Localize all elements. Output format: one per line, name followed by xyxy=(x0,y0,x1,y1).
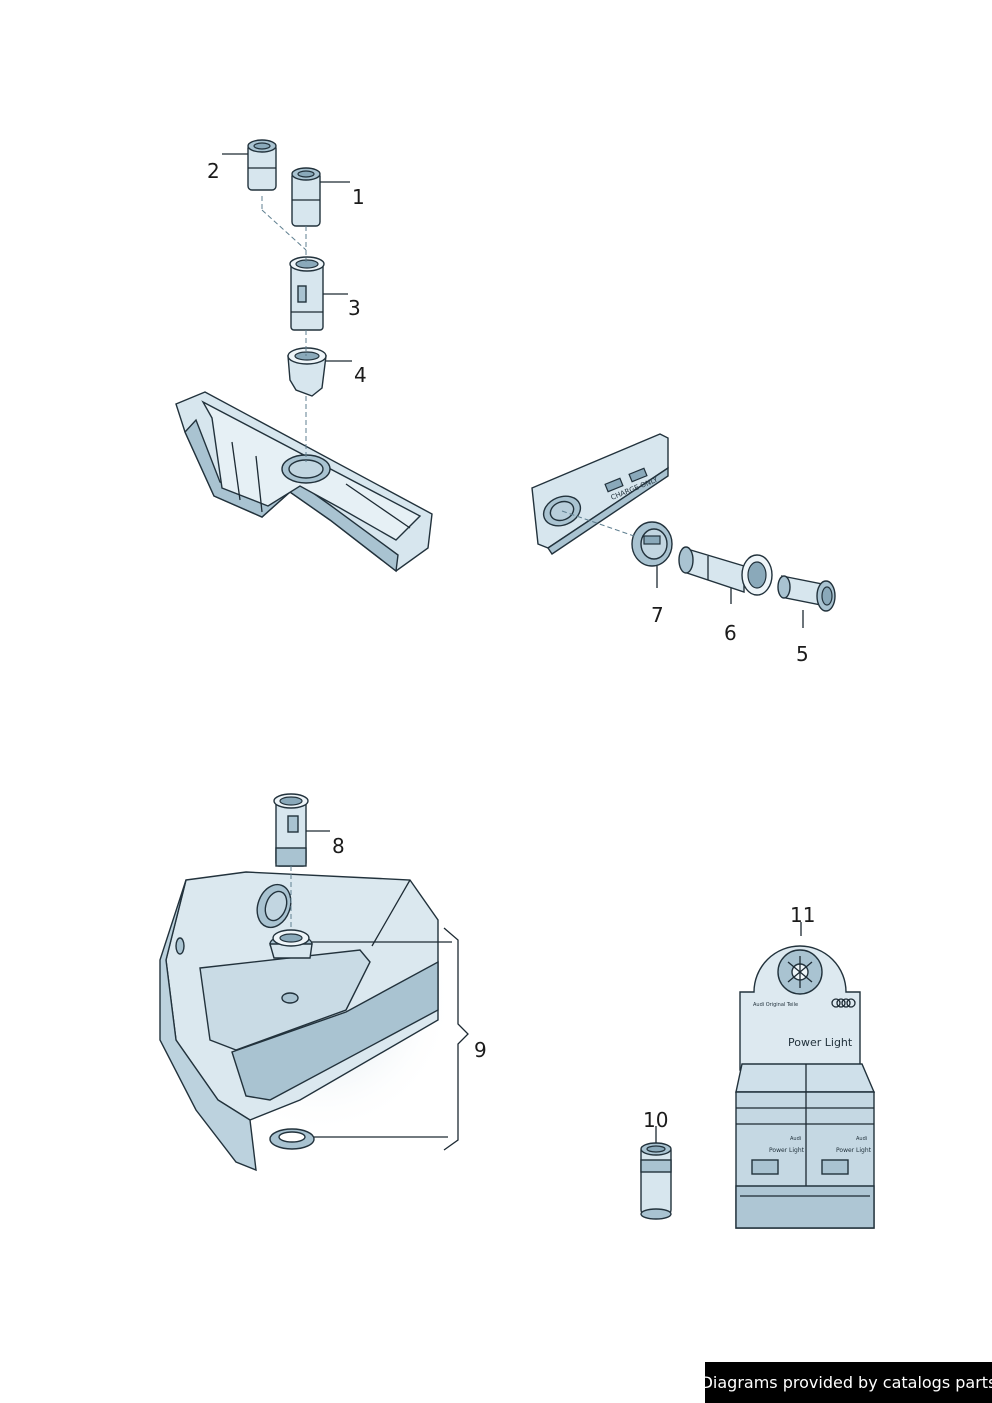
socket-trim-panel: CHARGE ONLY xyxy=(531,433,669,555)
retaining-ring-4 xyxy=(287,347,327,397)
callout-1: 1 xyxy=(352,185,365,209)
callout-4: 4 xyxy=(354,363,367,387)
callout-6: 6 xyxy=(724,621,737,645)
accessory-lighter-10 xyxy=(640,1142,672,1220)
lighter-element-2 xyxy=(247,139,277,191)
box-product-right: Power Light xyxy=(836,1147,872,1154)
socket-housing-8 xyxy=(273,793,309,867)
callout-3: 3 xyxy=(348,296,361,320)
footer-credit-text: Diagrams provided by catalogs parts xyxy=(700,1373,992,1392)
display-brand-small: Audi Original Teile xyxy=(753,1002,798,1008)
assembly-axis-lines-b xyxy=(561,510,635,537)
box-brand-right: Audi xyxy=(856,1136,867,1142)
audi-rings-logo xyxy=(831,998,856,1008)
display-box-11: Audi Original Teile Power Light Audi Aud… xyxy=(735,945,876,1229)
callout-2: 2 xyxy=(207,159,220,183)
box-product-left: Power Light xyxy=(769,1147,805,1154)
callout-11: 11 xyxy=(790,903,816,927)
footer-credit[interactable]: Diagrams provided by catalogs parts xyxy=(701,1362,992,1403)
retaining-ring-7 xyxy=(631,521,673,567)
luggage-compartment xyxy=(159,865,455,1172)
leader-lines-a xyxy=(222,153,352,362)
callout-5: 5 xyxy=(796,642,809,666)
leader-lines-d xyxy=(655,922,802,1143)
callout-8: 8 xyxy=(332,834,345,858)
box-brand-left: Audi xyxy=(790,1136,801,1142)
socket-housing-3 xyxy=(289,256,325,331)
threaded-nut-9 xyxy=(269,1128,315,1150)
lighter-element-1 xyxy=(291,167,321,227)
leader-lines-b xyxy=(656,566,804,628)
callout-9: 9 xyxy=(474,1038,487,1062)
assembly-axis-lines-a xyxy=(261,196,307,462)
callout-10: 10 xyxy=(643,1108,669,1132)
leader-lines-c xyxy=(306,830,469,1151)
socket-cap-9 xyxy=(256,883,313,959)
display-title: Power Light xyxy=(788,1036,853,1049)
lighter-element-5 xyxy=(777,575,836,612)
center-console-tray xyxy=(175,391,433,573)
callout-7: 7 xyxy=(651,603,664,627)
socket-housing-6 xyxy=(678,546,773,596)
